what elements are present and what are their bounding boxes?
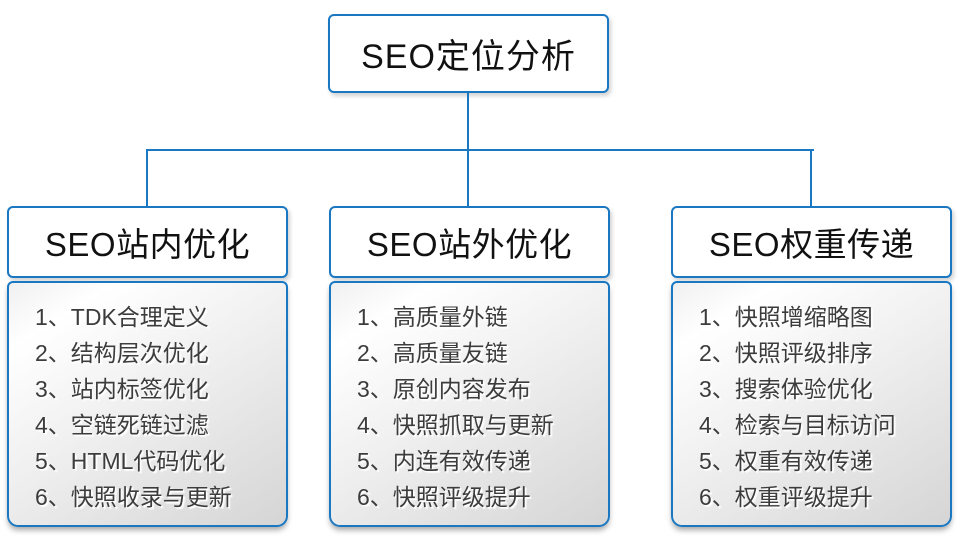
branch-weight-list: 1、快照增缩略图 2、快照评级排序 3、搜索体验优化 4、检索与目标访问 5、权… [671,281,952,527]
list-item: 3、站内标签优化 [35,376,209,402]
list-item: 4、空链死链过滤 [35,412,209,438]
list-item: 2、结构层次优化 [35,340,209,366]
list-item: 2、快照评级排序 [699,340,873,366]
list-item: 3、搜索体验优化 [699,376,873,402]
root-node-label: SEO定位分析 [361,38,576,76]
list-item: 1、快照增缩略图 [699,304,873,330]
branch-onsite-title: SEO站内优化 [44,226,251,263]
branch-onsite-list: 1、TDK合理定义 2、结构层次优化 3、站内标签优化 4、空链死链过滤 5、H… [7,281,288,527]
list-item: 6、权重评级提升 [699,484,873,510]
list-item: 5、权重有效传递 [699,448,873,474]
list-item: 5、HTML代码优化 [35,448,226,474]
list-item: 3、原创内容发布 [357,376,531,402]
connector-drop-center [467,149,469,207]
list-item: 6、快照收录与更新 [35,484,232,510]
branch-offsite-list: 1、高质量外链 2、高质量友链 3、原创内容发布 4、快照抓取与更新 5、内连有… [329,281,610,527]
list-item: 1、TDK合理定义 [35,304,209,330]
branch-onsite-header: SEO站内优化 [7,206,288,278]
list-item: 4、快照抓取与更新 [357,412,554,438]
list-item: 6、快照评级提升 [357,484,531,510]
branch-weight-title: SEO权重传递 [708,226,915,263]
list-item: 1、高质量外链 [357,304,508,330]
branch-offsite-header: SEO站外优化 [329,206,610,278]
root-node: SEO定位分析 [328,14,609,93]
list-item: 2、高质量友链 [357,340,508,366]
connector-drop-left [146,149,148,207]
list-item: 4、检索与目标访问 [699,412,896,438]
branch-weight-header: SEO权重传递 [671,206,952,278]
list-item: 5、内连有效传递 [357,448,531,474]
connector-root-stem [467,93,469,150]
connector-drop-right [810,149,812,207]
connector-horizontal-rail [146,149,814,151]
branch-offsite-title: SEO站外优化 [366,226,573,263]
